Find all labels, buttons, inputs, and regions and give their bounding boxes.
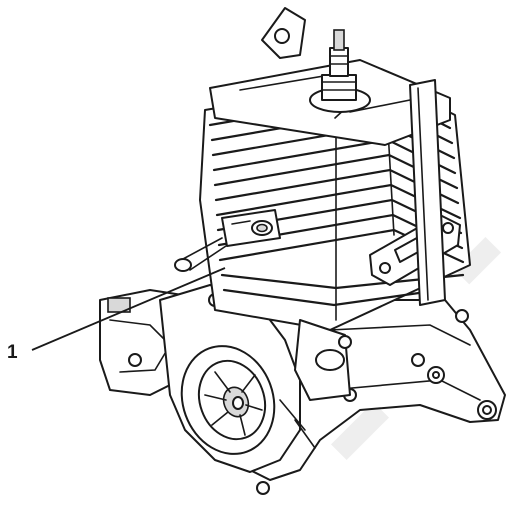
callout-leader-line xyxy=(31,267,226,351)
crankcase-detail xyxy=(294,319,352,401)
spark-plug xyxy=(309,29,371,113)
support-bar xyxy=(409,79,446,306)
callout-label-1: 1 xyxy=(7,342,18,363)
fan-housing xyxy=(159,284,316,495)
lifting-eye xyxy=(261,7,306,59)
intake-port xyxy=(174,209,281,272)
